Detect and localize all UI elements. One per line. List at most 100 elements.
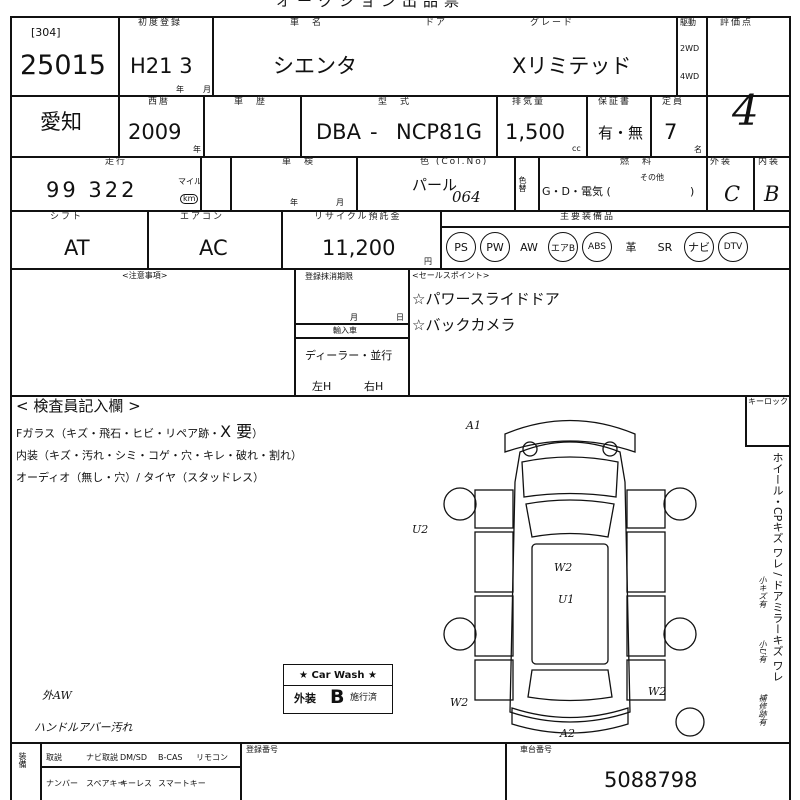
mileage-value: 99 322 [46, 178, 138, 202]
headlight-left [522, 441, 538, 457]
row4-bottom [10, 268, 790, 270]
panel-left-rear-fender [474, 659, 514, 701]
wheel-front-right [663, 487, 697, 521]
mileage-label: 走行 [105, 157, 128, 167]
registration-year-unit: 年 [176, 85, 184, 94]
car-windshield [525, 499, 615, 538]
car-rear-bumper [511, 707, 629, 734]
score-value: 4 [732, 86, 759, 135]
interior-label: 内装 [758, 157, 781, 167]
exterior-value: C [724, 182, 741, 206]
equipment-label: 主要装備品 [560, 212, 616, 222]
panel-left-front-fender [474, 489, 514, 529]
model-label: 車 名 [290, 18, 324, 28]
interior-value: B [764, 182, 780, 206]
fuel-value: G・D・電気 ( [542, 185, 611, 198]
aircon-value: AC [199, 236, 228, 260]
chassis-value: 5088798 [604, 768, 698, 792]
shaken-year-unit: 年 [290, 198, 298, 207]
capacity-label: 定員 [662, 97, 685, 107]
capacity-unit: 名 [694, 145, 702, 154]
bottom-cell: 取説 [46, 753, 62, 762]
inspector-line2: 内装（キズ・汚れ・シミ・コゲ・穴・キレ・破れ・割れ） [16, 449, 302, 462]
row2-bottom [10, 156, 790, 158]
equipment-item: 革 [625, 241, 637, 254]
v-r2a [118, 95, 120, 156]
carwash-stamp: ★ Car Wash ★ 外装 B 施行済 [283, 664, 393, 714]
shaken-label: 車 検 [282, 157, 316, 167]
year-unit: 年 [193, 145, 201, 154]
panel-right-rear-door [626, 595, 666, 657]
bottom-cell: スペアキー [86, 779, 126, 788]
car-diagram [443, 419, 705, 737]
recycle-label: リサイクル預託金 [314, 212, 402, 222]
grade-label: グレード [530, 18, 575, 28]
row5-bottom [10, 395, 790, 397]
carwash-title: ★ Car Wash ★ [299, 670, 377, 681]
panel-right-front-door [626, 531, 666, 593]
h-keylock [745, 445, 790, 447]
shift-value: AT [64, 236, 90, 260]
color-value: パール [412, 176, 458, 194]
color-code: 064 [452, 188, 481, 206]
bottom-cell: ナンバー [46, 779, 78, 788]
inspector-line1-prefix: Fガラス（キズ・飛石・ヒビ・リペア跡・ [16, 427, 221, 440]
hw-side1: 小キズ有 [758, 576, 767, 608]
capacity-value: 7 [664, 120, 678, 144]
warranty-value: 有・無 [598, 124, 644, 142]
wheel-rear-left [443, 617, 477, 651]
bottom-cell: DM/SD [120, 753, 147, 762]
car-front-bumper [504, 419, 636, 453]
model-code-label: 型 式 [378, 97, 412, 107]
hw-w2-mid: W2 [554, 561, 573, 574]
spare-wheel [675, 707, 705, 737]
carwash-suffix: 施行済 [350, 693, 378, 703]
import-left: 左H [312, 380, 332, 393]
hw-w2-br: W2 [648, 685, 667, 698]
bottom-col1: 装備 [18, 752, 27, 768]
mileage-km: km [180, 194, 199, 204]
v-keylock [745, 395, 747, 445]
row3-bottom [10, 210, 790, 212]
wheel-rear-right [663, 617, 697, 651]
deadline-label: 登録抹消期限 [305, 272, 353, 281]
v-b1 [40, 742, 42, 800]
displacement-value: 1,500 [505, 120, 566, 144]
v-r4a [147, 210, 149, 268]
drive-2wd: 2WD [680, 44, 700, 53]
bottom-mid-line [40, 766, 240, 768]
hw-u1: U1 [558, 593, 575, 606]
hw-w2-bl: W2 [450, 696, 469, 709]
carwash-grade: B [330, 686, 345, 708]
exterior-label: 外装 [710, 157, 733, 167]
registration-value: H21 3 [130, 54, 193, 78]
color-label: 色 (Col.No) [420, 157, 489, 167]
row6-bottom [10, 742, 790, 744]
equipment-item: DTV [718, 232, 748, 262]
car-rear-glass [527, 669, 613, 702]
hw-note2: ハンドルアバー汚れ [34, 721, 133, 734]
import-value: ディーラー・並行 [305, 349, 393, 362]
score-label: 評価点 [720, 18, 754, 28]
deadline-day: 日 [396, 313, 404, 322]
v-r2d [496, 95, 498, 156]
lot-number: 25015 [20, 50, 106, 81]
inspector-header: < 検査員記入欄 > [16, 397, 141, 415]
hw-note1: 外AW [42, 689, 72, 702]
v-b3 [505, 742, 507, 800]
bottom-cell: ナビ取説 [86, 753, 118, 762]
hw-u2: U2 [412, 523, 429, 536]
header-title: オークション出品票 [276, 0, 466, 10]
year-label: 西暦 [148, 97, 171, 107]
v-r2c [300, 95, 302, 156]
row1-bottom [10, 95, 790, 97]
v-r3a [200, 156, 202, 210]
v-r2b [203, 95, 205, 156]
h-r5b [294, 337, 408, 339]
equipment-item: エアB [548, 232, 578, 262]
panel-left-front-door [474, 531, 514, 593]
v-b2 [240, 742, 242, 800]
equipment-item: ナビ [684, 232, 714, 262]
drive-4wd: 4WD [680, 72, 700, 81]
